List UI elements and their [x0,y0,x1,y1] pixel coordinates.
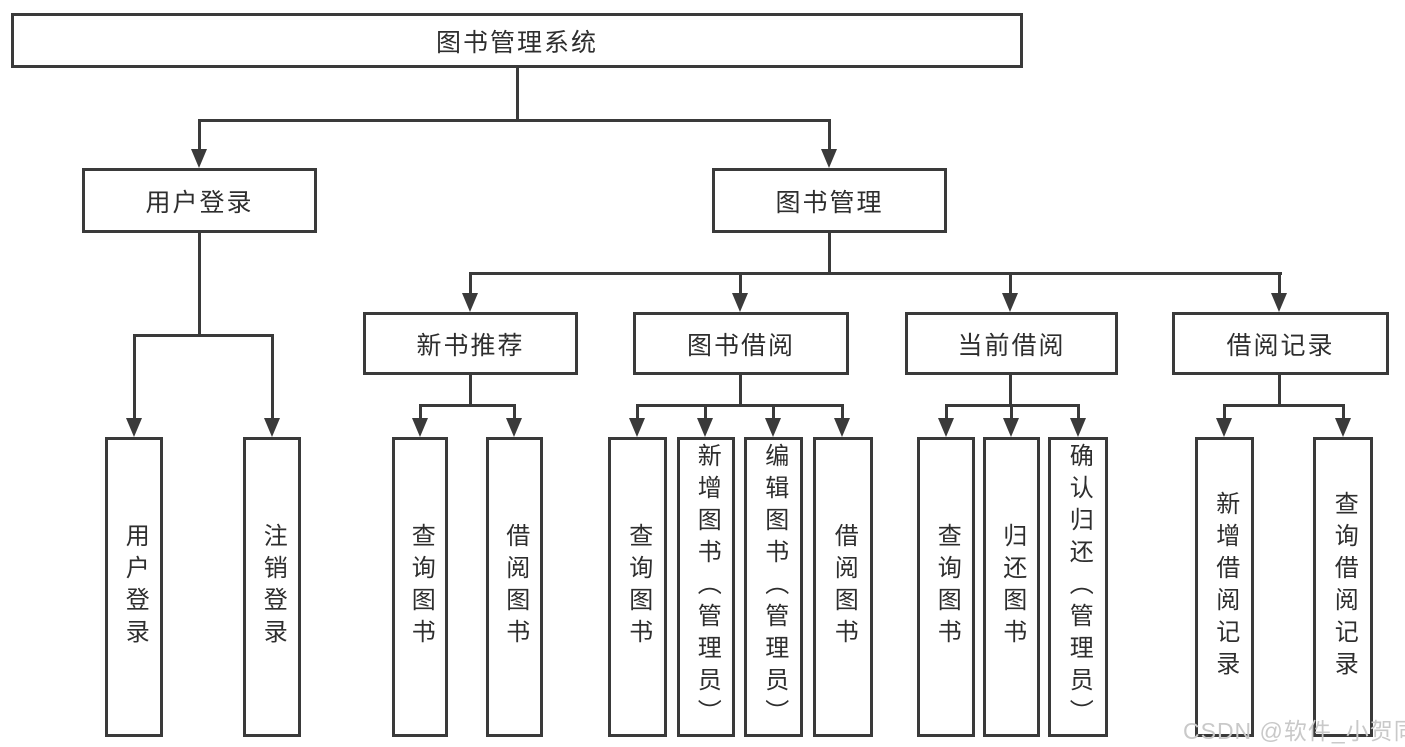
leaf-br-query-record-label: 查询借阅记录 [1330,491,1358,683]
arrowhead-bb-borrow [834,418,850,437]
connector-drop-bb-borrow [841,404,844,420]
connector-drop-br-add [1223,404,1226,420]
connector-book-management-stem [828,231,831,274]
leaf-cb-return-books: 归还图书 [983,437,1040,737]
node-root: 图书管理系统 [11,13,1023,68]
connector-root-bus [198,119,831,122]
leaf-nbr-borrow-books: 借阅图书 [486,437,543,737]
leaf-cb-query-books-label: 查询图书 [933,523,961,651]
connector-drop-bb-add [704,404,707,420]
node-book-borrow: 图书借阅 [633,312,849,375]
leaf-logout: 注销登录 [243,437,301,737]
connector-drop-br-query [1342,404,1345,420]
arrowhead-cb-query [938,418,954,437]
leaf-bb-borrow-books: 借阅图书 [813,437,873,737]
node-borrow-records-label: 借阅记录 [1226,331,1335,360]
connector-drop-new-book-recommend [469,272,472,295]
leaf-user-login: 用户登录 [105,437,163,737]
leaf-bb-add-books-admin: 新增图书（管理员） [677,437,735,737]
arrowhead-new-book-recommend [462,293,478,312]
connector-bb-stem [739,373,742,406]
connector-cb-stem [1009,373,1012,406]
node-new-book-recommend: 新书推荐 [363,312,578,375]
connector-br-bus [1223,404,1345,407]
arrowhead-bb-edit [765,418,781,437]
csdn-watermark: CSDN @软件_小贺同学 [1183,718,1405,744]
connector-br-stem [1278,373,1281,406]
connector-bb-bus [636,404,844,407]
arrowhead-bb-add [697,418,713,437]
connector-drop-current-borrow [1009,272,1012,295]
node-new-book-recommend-label: 新书推荐 [416,331,525,360]
leaf-bb-borrow-books-label: 借阅图书 [830,523,858,651]
connector-drop-nbr-query [419,404,422,420]
connector-drop-book-management [828,119,831,151]
leaf-cb-confirm-return-admin: 确认归还（管理员） [1048,437,1108,737]
leaf-br-add-record: 新增借阅记录 [1195,437,1254,737]
connector-root-stem [516,68,519,121]
arrowhead-leaf-logout [264,418,280,437]
leaf-bb-query-books: 查询图书 [608,437,667,737]
node-user-login: 用户登录 [82,168,317,233]
leaf-cb-query-books: 查询图书 [917,437,975,737]
arrowhead-nbr-query [412,418,428,437]
leaf-logout-label: 注销登录 [259,523,287,651]
connector-drop-nbr-borrow [513,404,516,420]
connector-drop-cb-return [1010,404,1013,420]
arrowhead-cb-confirm [1070,418,1086,437]
connector-drop-book-borrow [739,272,742,295]
connector-drop-leaf-logout [271,334,274,420]
connector-nbr-bus [419,404,516,407]
arrowhead-current-borrow [1002,293,1018,312]
connector-nbr-stem [469,373,472,406]
leaf-bb-add-books-admin-label: 新增图书（管理员） [693,443,721,731]
leaf-bb-edit-books-admin: 编辑图书（管理员） [744,437,803,737]
leaf-bb-query-books-label: 查询图书 [624,523,652,651]
connector-drop-borrow-records [1278,272,1281,295]
connector-drop-bb-query [636,404,639,420]
arrowhead-br-add [1216,418,1232,437]
leaf-nbr-query-books-label: 查询图书 [407,523,435,651]
arrowhead-user-login [191,149,207,168]
node-book-management-label: 图书管理 [775,188,884,217]
leaf-cb-return-books-label: 归还图书 [998,523,1026,651]
connector-drop-leaf-user-login [133,334,136,420]
arrowhead-cb-return [1003,418,1019,437]
leaf-bb-edit-books-admin-label: 编辑图书（管理员） [760,443,788,731]
node-current-borrow-label: 当前借阅 [957,331,1066,360]
node-book-borrow-label: 图书借阅 [686,331,795,360]
leaf-nbr-query-books: 查询图书 [392,437,448,737]
node-borrow-records: 借阅记录 [1172,312,1389,375]
connector-drop-cb-query [945,404,948,420]
arrowhead-bb-query [629,418,645,437]
arrowhead-nbr-borrow [506,418,522,437]
leaf-cb-confirm-return-admin-label: 确认归还（管理员） [1065,443,1093,731]
connector-drop-bb-edit [772,404,775,420]
leaf-nbr-borrow-books-label: 借阅图书 [501,523,529,651]
connector-drop-user-login [198,119,201,151]
leaf-br-query-record: 查询借阅记录 [1313,437,1373,737]
connector-user-login-stem [198,231,201,336]
node-user-login-label: 用户登录 [145,188,254,217]
node-root-label: 图书管理系统 [435,28,598,57]
node-book-management: 图书管理 [712,168,947,233]
leaf-user-login-label: 用户登录 [121,523,149,651]
connector-user-login-bus [133,334,274,337]
arrowhead-leaf-user-login [126,418,142,437]
connector-drop-cb-confirm [1077,404,1080,420]
arrowhead-br-query [1335,418,1351,437]
leaf-br-add-record-label: 新增借阅记录 [1211,491,1239,683]
arrowhead-book-management [821,149,837,168]
node-current-borrow: 当前借阅 [905,312,1118,375]
arrowhead-borrow-records [1271,293,1287,312]
connector-level3-bus [469,272,1282,275]
arrowhead-book-borrow [732,293,748,312]
